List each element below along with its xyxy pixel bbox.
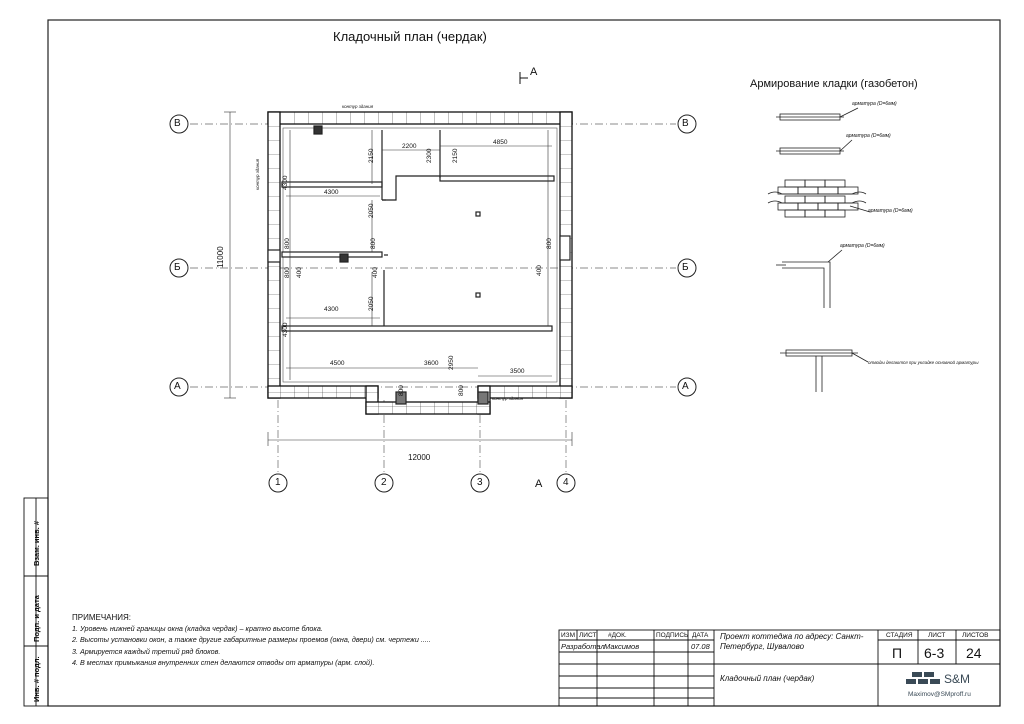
dim-overall-width: 12000: [408, 453, 431, 462]
tb-stage: П: [892, 645, 903, 661]
reinforcement-title: Армирование кладки (газобетон): [750, 78, 918, 90]
contour-label-bottom: контур здания: [492, 396, 524, 401]
tb-drawing-title: Кладочный план (чердак): [720, 674, 815, 683]
tb-project: Проект коттеджа по адресу: Санкт- Петерб…: [720, 632, 864, 651]
axis-label-right-row2: Б: [682, 262, 689, 273]
dim-2050-b: 2050: [368, 296, 375, 311]
tb-header-sign: ПОДПИСЬ: [656, 632, 689, 639]
side-stamp-signature: Подп. и дата: [32, 595, 41, 642]
rebar-label-3: арматура (D=6мм): [868, 208, 913, 214]
dimension-lines: [224, 111, 573, 446]
dim-400-a: 400: [296, 267, 303, 278]
section-cut-mark: [519, 72, 528, 84]
dim-2150-a: 2150: [368, 148, 375, 163]
outer-walls: [267, 111, 573, 415]
dim-4300-a: 4300: [282, 175, 289, 190]
notes-heading: ПРИМЕЧАНИЯ:: [72, 613, 132, 622]
tb-date: 07.08: [691, 642, 710, 651]
dim-2050-a: 2050: [368, 203, 375, 218]
axis-label-left-row3: А: [174, 381, 181, 392]
tb-sheets: 24: [966, 645, 982, 661]
dim-3600: 3600: [424, 360, 439, 367]
dim-2200: 2200: [402, 143, 417, 150]
side-stamp-grid: [23, 497, 49, 707]
dim-400-c: 400: [536, 265, 543, 276]
note-2: 2. Высоты установки окон, а также другие…: [72, 635, 431, 645]
tb-company: S&M: [944, 672, 971, 686]
dim-2950: 2950: [448, 355, 455, 370]
dim-400-b: 400: [372, 267, 379, 278]
tb-header-sheet: ЛИСТ: [928, 632, 946, 639]
dim-overall-height: 11000: [216, 246, 225, 268]
sheet-frame: [47, 19, 1001, 707]
dim-2150-b: 2150: [452, 148, 459, 163]
dim-2300: 2300: [426, 148, 433, 163]
section-mark-bottom: А: [535, 478, 543, 490]
note-3: 3. Армируется каждый третий ряд блоков.: [72, 646, 221, 656]
tb-header-izm: ИЗМ: [561, 632, 576, 639]
dim-800-b: 800: [370, 238, 377, 249]
tb-header-sheets: ЛИСТОВ: [962, 632, 989, 639]
dim-4850: 4850: [493, 139, 508, 146]
axis-label-left-row1: В: [174, 118, 181, 129]
axis-label-col2: 2: [381, 477, 387, 488]
rebar-label-5: отводы делаются при укладке основной арм…: [868, 360, 979, 365]
axis-label-col3: 3: [477, 477, 483, 488]
axis-label-col1: 1: [275, 477, 281, 488]
notes-block: ПРИМЕЧАНИЯ: 1. Уровень нижней границы ок…: [72, 612, 431, 668]
rebar-label-2: арматура (D=6мм): [846, 133, 891, 139]
note-4: 4. В местах примыкания внутренних стен д…: [72, 657, 375, 667]
dim-800-d: 800: [546, 238, 553, 249]
axis-label-right-row3: А: [682, 381, 689, 392]
dim-800-e: 800: [398, 385, 405, 396]
dim-4300-d: 4300: [282, 322, 289, 337]
tb-sheet: 6-3: [924, 645, 945, 661]
title-block-grid: [558, 629, 1001, 707]
rebar-label-1: арматура (D=6мм): [852, 101, 897, 107]
section-mark-top: А: [530, 66, 538, 78]
side-stamp-inventory: Инв. # подл.: [32, 656, 41, 702]
interior-walls: [267, 125, 571, 405]
dim-800-f: 800: [458, 385, 465, 396]
dim-800-a: 800: [284, 238, 291, 249]
tb-author: Максимов: [604, 642, 640, 651]
axis-label-right-row1: В: [682, 118, 689, 129]
rebar-label-4: арматура (D=6мм): [840, 243, 885, 249]
side-stamp-replaced: Взам. инв. #: [32, 520, 41, 566]
dim-4300-c: 4300: [324, 306, 339, 313]
tb-role: Разработал: [561, 642, 605, 651]
tb-header-date: ДАТА: [692, 632, 709, 639]
note-1: 1. Уровень нижней границы окна (кладка ч…: [72, 624, 323, 634]
dim-3500: 3500: [510, 368, 525, 375]
axis-bubbles: [169, 114, 697, 493]
dim-4300-b: 4300: [324, 189, 339, 196]
contour-label-top: контур здания: [342, 104, 374, 109]
axis-label-left-row2: Б: [174, 262, 181, 273]
axis-label-col4: 4: [563, 477, 569, 488]
dim-800-c: 800: [284, 267, 291, 278]
reinforcement-sketches: [767, 107, 871, 392]
tb-header-list: ЛИСТ: [579, 632, 597, 639]
tb-header-stage: СТАДИЯ: [886, 632, 913, 639]
sheet-title: Кладочный план (чердак): [333, 29, 487, 44]
dim-4500: 4500: [330, 360, 345, 367]
company-logo-mark: [906, 672, 940, 684]
contour-label-left: контур здания: [255, 158, 260, 190]
tb-header-doc: #ДОК.: [608, 632, 627, 639]
tb-email: Maximov@SMproff.ru: [908, 691, 971, 698]
